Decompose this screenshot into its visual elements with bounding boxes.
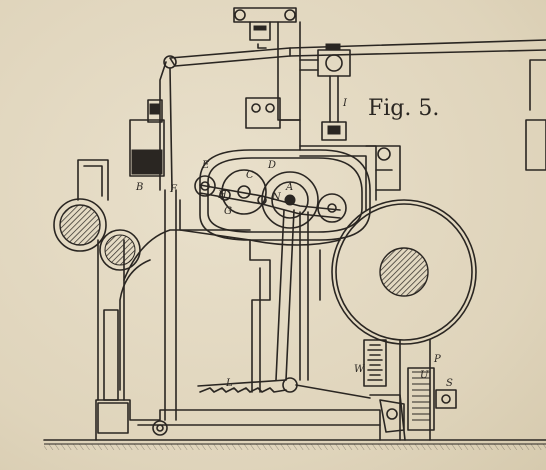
part-labels: B F E D C H G N A I L W P U S xyxy=(135,98,453,389)
figure-title: Fig. 5. xyxy=(368,96,439,121)
right-large-disc xyxy=(331,199,477,345)
left-standard xyxy=(77,159,251,401)
label-g: G xyxy=(224,206,232,217)
label-u: U xyxy=(420,370,429,381)
label-c: C xyxy=(246,170,254,181)
label-f: F xyxy=(169,184,178,195)
part-b-block xyxy=(129,99,165,177)
right-clamp xyxy=(365,59,546,191)
left-roller-small xyxy=(99,229,141,271)
part-l-rack xyxy=(197,379,371,399)
label-d: D xyxy=(267,160,276,171)
label-n: N xyxy=(271,192,282,203)
part-i-assembly xyxy=(299,43,377,211)
label-b: B xyxy=(135,182,143,193)
part-f-rod xyxy=(152,189,177,436)
center-column xyxy=(245,97,301,151)
lever-arm xyxy=(199,184,341,219)
part-e-wheel xyxy=(194,175,216,197)
label-h: H xyxy=(217,190,227,201)
label-w: W xyxy=(354,364,365,375)
left-roller-large xyxy=(53,198,107,252)
label-i: I xyxy=(342,98,348,109)
part-w-spring xyxy=(363,339,387,387)
label-e: E xyxy=(201,160,210,171)
ground-plate xyxy=(43,439,546,450)
part-p-gear-assembly xyxy=(379,339,457,441)
cam-wheel-a xyxy=(261,171,319,229)
label-l: L xyxy=(225,378,233,389)
main-frame-arch xyxy=(179,199,341,393)
connecting-rods xyxy=(275,209,309,393)
top-bracket xyxy=(233,7,301,121)
label-s: S xyxy=(446,378,453,389)
base-frame xyxy=(95,394,406,441)
label-a: A xyxy=(285,182,293,193)
label-p: P xyxy=(433,354,441,365)
part-d-cam-plate xyxy=(199,149,371,241)
